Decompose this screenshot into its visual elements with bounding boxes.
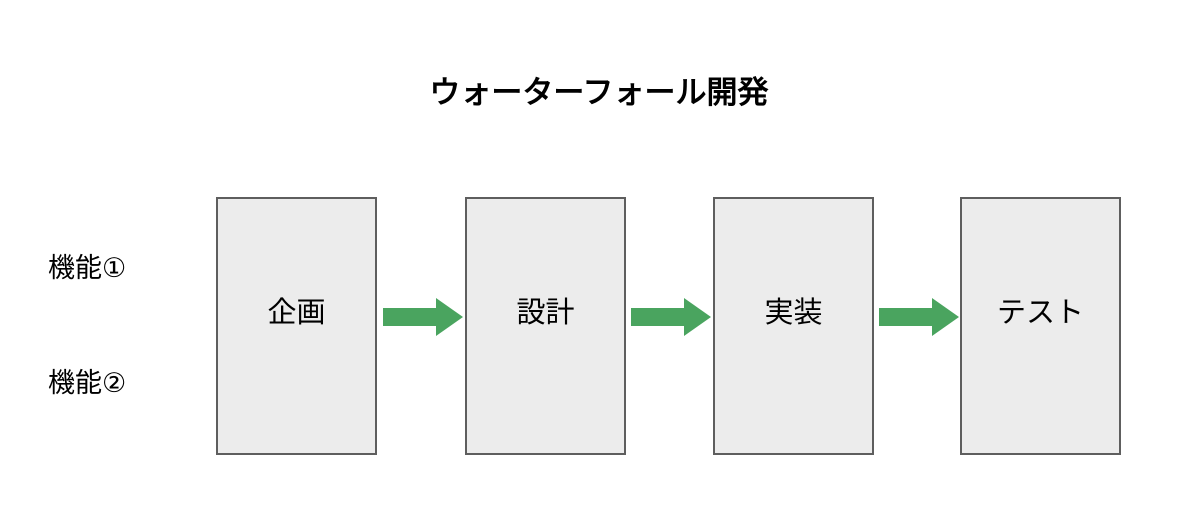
phase-label-test: テスト [996, 297, 1084, 329]
arrow-right-icon-design-to-implementation [629, 297, 713, 337]
lane-label-feature-2: 機能② [48, 368, 127, 398]
phase-box-planning[interactable]: 企画 [216, 197, 377, 455]
arrow-right-icon-planning-to-design [381, 297, 465, 337]
phase-label-design: 設計 [516, 297, 575, 329]
lane-label-feature-1: 機能① [48, 253, 127, 283]
phase-label-implementation: 実装 [764, 297, 823, 329]
phase-box-test[interactable]: テスト [960, 197, 1121, 455]
phase-label-planning: 企画 [267, 297, 326, 329]
phase-box-design[interactable]: 設計 [465, 197, 626, 455]
arrow-right-icon-implementation-to-test [877, 297, 961, 337]
diagram-title: ウォーターフォール開発 [429, 75, 769, 110]
phase-box-implementation[interactable]: 実装 [713, 197, 874, 455]
